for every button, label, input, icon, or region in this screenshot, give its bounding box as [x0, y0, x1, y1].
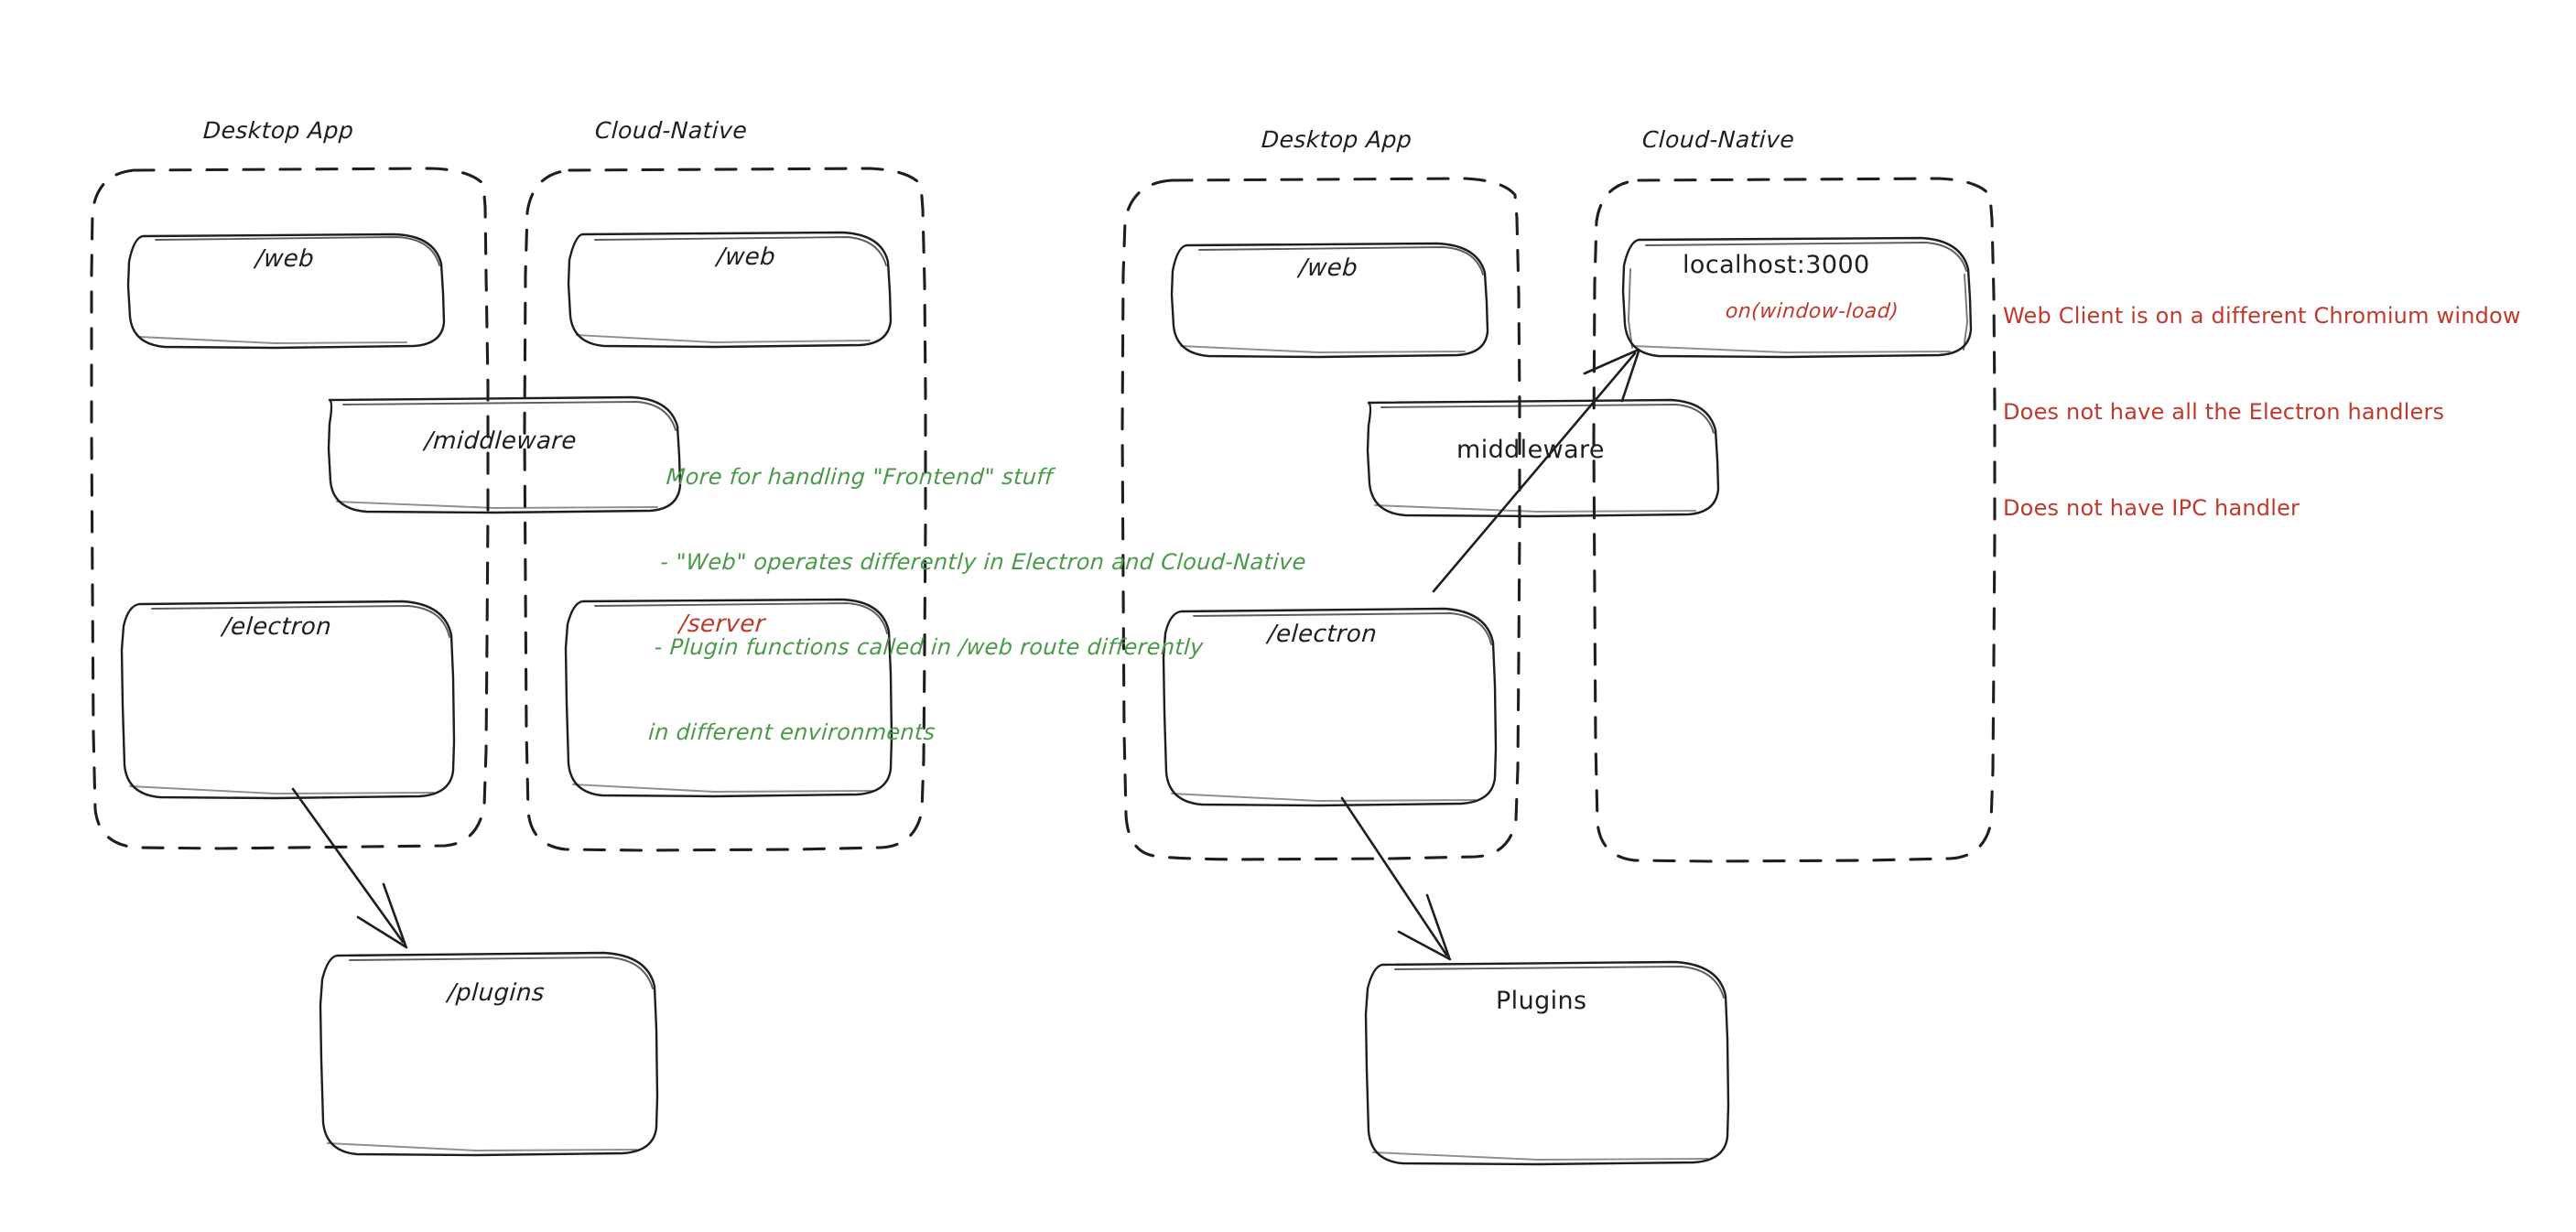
node-right-plugins[interactable] — [1364, 960, 1730, 1166]
arrow-right-electron-to-localhost — [1432, 348, 1640, 593]
annotation-red-line-2: Does not have all the Electron handlers — [2003, 399, 2445, 425]
node-right-desktop-web-hit[interactable] — [1171, 243, 1488, 357]
node-right-electron-hit[interactable] — [1163, 609, 1496, 805]
node-label-right-localhost: localhost:3000 — [1683, 251, 1870, 279]
node-left-plugins-hit[interactable] — [320, 953, 657, 1155]
node-right-desktop-web[interactable] — [1170, 242, 1489, 359]
node-right-localhost[interactable] — [1621, 236, 1973, 359]
group-right-cloud-native — [1592, 177, 1997, 863]
node-right-plugins-hit[interactable] — [1366, 962, 1728, 1164]
node-left-middleware[interactable] — [327, 395, 682, 514]
node-label-right-plugins: Plugins — [1496, 987, 1587, 1015]
node-right-electron[interactable] — [1162, 607, 1498, 807]
node-left-electron[interactable] — [120, 600, 456, 800]
group-left-desktop-app — [90, 167, 490, 850]
node-left-plugins[interactable] — [319, 951, 659, 1157]
node-left-desktop-web[interactable] — [126, 232, 446, 350]
node-right-middleware-hit[interactable] — [1367, 400, 1718, 516]
node-left-cloud-web[interactable] — [567, 231, 893, 349]
annotation-green-line-2: - "Web" operates differently in Electron… — [659, 549, 1307, 575]
node-left-server-hit[interactable] — [565, 600, 893, 795]
node-right-middleware[interactable] — [1366, 398, 1720, 518]
group-title-right-cloud-native: Cloud-Native — [1641, 126, 1795, 153]
group-title-left-desktop-app: Desktop App — [202, 117, 355, 144]
group-left-cloud-native — [523, 167, 927, 852]
arrow-right-electron-to-plugins — [1340, 796, 1452, 961]
annotation-note-red: Web Client is on a different Chromium wi… — [2003, 236, 2521, 589]
annotation-red-line-3: Does not have IPC handler — [2003, 495, 2300, 521]
node-left-cloud-web-hit[interactable] — [568, 232, 892, 346]
node-right-localhost-hit[interactable] — [1622, 238, 1972, 357]
node-label-right-middleware: middleware — [1456, 436, 1605, 464]
node-left-electron-hit[interactable] — [121, 601, 454, 797]
node-left-desktop-web-hit[interactable] — [128, 234, 445, 348]
arrow-left-electron-to-plugins — [291, 787, 408, 949]
annotation-green-line-1: More for handling "Frontend" stuff — [665, 464, 1054, 490]
group-title-right-desktop-app: Desktop App — [1261, 126, 1413, 153]
group-title-left-cloud-native: Cloud-Native — [594, 117, 748, 144]
node-left-middleware-hit[interactable] — [328, 397, 681, 513]
annotation-red-line-1: Web Client is on a different Chromium wi… — [2003, 303, 2521, 329]
node-left-server[interactable] — [564, 598, 893, 798]
